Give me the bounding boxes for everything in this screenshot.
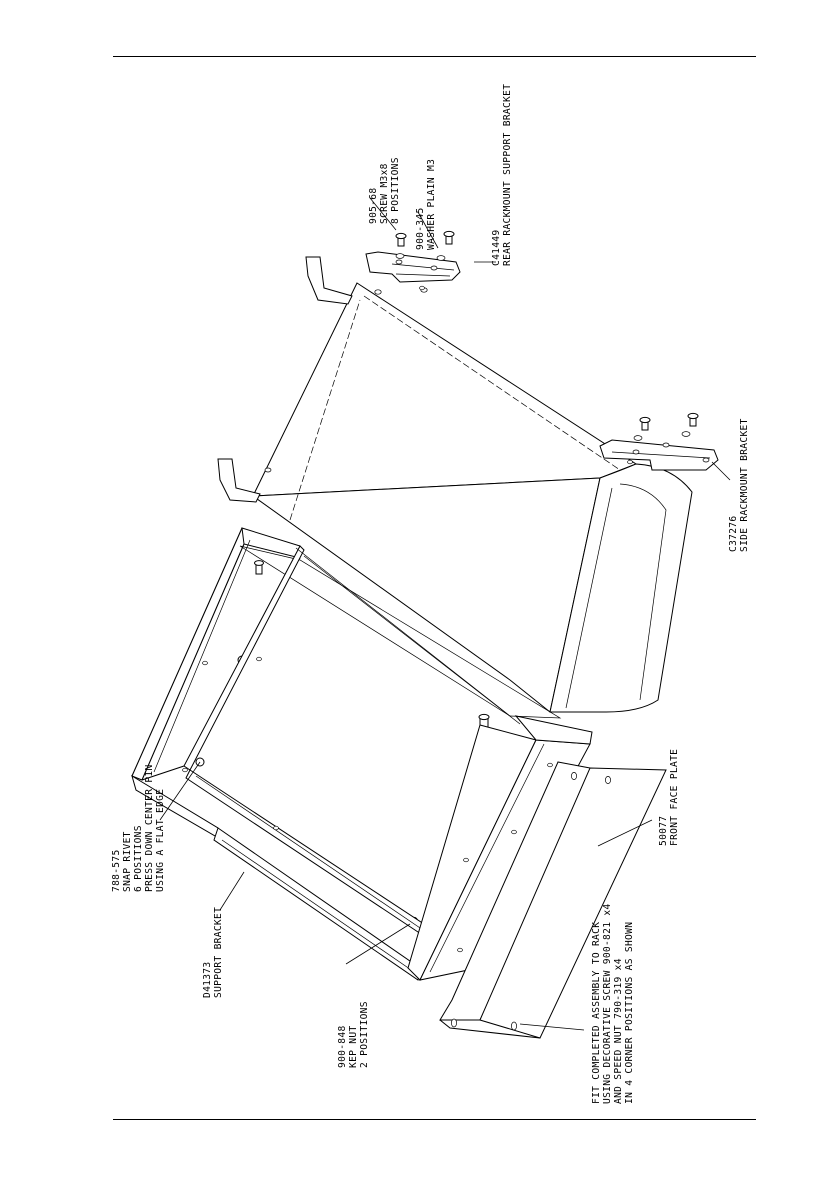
callout-fit-line-1: FIT COMPLETED ASSEMBLY TO RACK bbox=[591, 922, 602, 1104]
callout-washer-line-1: 900-345 bbox=[415, 207, 426, 250]
callout-side-bracket-line-1: C37276 bbox=[728, 516, 739, 552]
callout-side-bracket-line-2: SIDE RACKMOUNT BRACKET bbox=[739, 418, 750, 552]
callout-rivet-line-4: PRESS DOWN CENTER PIN bbox=[144, 764, 155, 892]
callout-face-plate-line-2: FRONT FACE PLATE bbox=[669, 749, 680, 846]
callout-rivet-line-3: 6 POSITIONS bbox=[133, 825, 144, 892]
callout-washer-900-345: 900-345 WASHER PLAIN M3 bbox=[415, 159, 437, 250]
header-rule bbox=[113, 56, 756, 57]
callout-fit-note: FIT COMPLETED ASSEMBLY TO RACK USING DEC… bbox=[591, 903, 635, 1104]
callout-support-bracket-line-1: D41373 bbox=[202, 962, 213, 998]
callout-fit-line-2: USING DECORATIVE SCREW 900-821 x4 bbox=[602, 903, 613, 1104]
callout-rear-bracket-line-2: REAR RACKMOUNT SUPPORT BRACKET bbox=[502, 84, 513, 266]
side-rackmount-bracket bbox=[599, 439, 719, 471]
callout-kep-nut: 900-848 KEP NUT 2 POSITIONS bbox=[337, 1001, 370, 1068]
callout-screw-905-68: 905-68 SCREW M3x8 8 POSITIONS bbox=[368, 157, 401, 224]
callout-kep-nut-line-2: KEP NUT bbox=[348, 1025, 359, 1068]
callout-rivet-line-2: SNAP RIVET bbox=[122, 831, 133, 892]
leader-lines bbox=[159, 197, 731, 1031]
callout-side-bracket: C37276 SIDE RACKMOUNT BRACKET bbox=[728, 418, 750, 552]
callout-washer-line-2: WASHER PLAIN M3 bbox=[426, 159, 437, 250]
callout-support-bracket-line-2: SUPPORT BRACKET bbox=[213, 907, 224, 998]
callout-kep-nut-line-3: 2 POSITIONS bbox=[359, 1001, 370, 1068]
chassis-unit bbox=[217, 256, 693, 713]
callout-snap-rivet: 788-575 SNAP RIVET 6 POSITIONS PRESS DOW… bbox=[111, 764, 166, 892]
callout-fit-line-3: AND SPEED NUT 790-319 x4 bbox=[613, 958, 624, 1104]
callout-screw-line-2: SCREW M3x8 bbox=[379, 163, 390, 224]
callout-fit-line-4: IN 4 CORNER POSITIONS AS SHOWN bbox=[624, 922, 635, 1104]
callout-kep-nut-line-1: 900-848 bbox=[337, 1025, 348, 1068]
callout-rivet-line-1: 788-575 bbox=[111, 849, 122, 892]
callout-front-face-plate: 50077 FRONT FACE PLATE bbox=[658, 749, 680, 846]
callout-screw-line-3: 8 POSITIONS bbox=[390, 157, 401, 224]
callout-rear-bracket-line-1: C41449 bbox=[491, 230, 502, 266]
callout-support-bracket: D41373 SUPPORT BRACKET bbox=[202, 907, 224, 998]
footer-rule bbox=[113, 1119, 756, 1120]
rear-rackmount-bracket bbox=[365, 251, 461, 291]
callout-rear-bracket: C41449 REAR RACKMOUNT SUPPORT BRACKET bbox=[491, 84, 513, 266]
callout-face-plate-line-1: 50077 bbox=[658, 816, 669, 846]
callout-rivet-line-5: USING A FLAT EDGE bbox=[155, 789, 166, 892]
callout-screw-line-1: 905-68 bbox=[368, 188, 379, 224]
